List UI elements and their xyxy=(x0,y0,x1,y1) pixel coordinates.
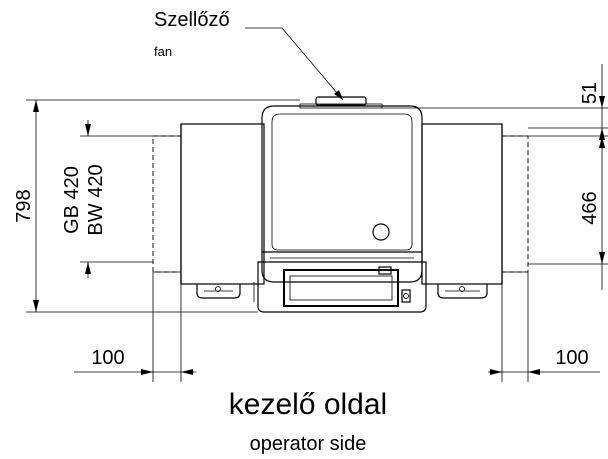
panel-switch xyxy=(401,289,411,303)
fan-leader-line xyxy=(245,27,344,101)
dim-top-offset: 51 xyxy=(579,82,601,104)
display-screen xyxy=(283,269,399,307)
right-conveyor xyxy=(421,123,529,299)
right-foot xyxy=(437,284,488,299)
left-conveyor xyxy=(152,123,265,299)
dim-total-height: 798 xyxy=(13,189,35,222)
status-lamp xyxy=(372,223,390,241)
fan-unit xyxy=(315,96,367,106)
left-foot xyxy=(196,284,241,299)
dim-right-overhang: 100 xyxy=(555,347,588,369)
panel-frame xyxy=(257,261,427,313)
central-housing xyxy=(261,96,423,283)
right-dimensions xyxy=(382,64,608,290)
dim-gb: GB 420 xyxy=(61,166,83,234)
left-conveyor-flap xyxy=(152,135,182,273)
bottom-dimensions xyxy=(74,272,600,382)
panel-knob xyxy=(378,266,392,275)
right-conveyor-flap xyxy=(501,135,529,273)
housing-inner xyxy=(271,113,413,251)
operator-side-hu: kezelő oldal xyxy=(229,388,387,421)
control-panel xyxy=(253,261,427,313)
fan-label-en: fan xyxy=(154,44,172,59)
operator-side-en: operator side xyxy=(250,433,367,455)
dim-bw: BW 420 xyxy=(85,164,107,235)
dim-conveyor-height: 466 xyxy=(579,191,601,224)
dim-left-overhang: 100 xyxy=(91,347,124,369)
housing-outer xyxy=(261,105,423,283)
left-conveyor-body xyxy=(180,123,265,285)
fan-label-hu: Szellőző xyxy=(154,9,230,31)
left-dimensions xyxy=(26,99,300,313)
right-conveyor-body xyxy=(421,123,503,285)
